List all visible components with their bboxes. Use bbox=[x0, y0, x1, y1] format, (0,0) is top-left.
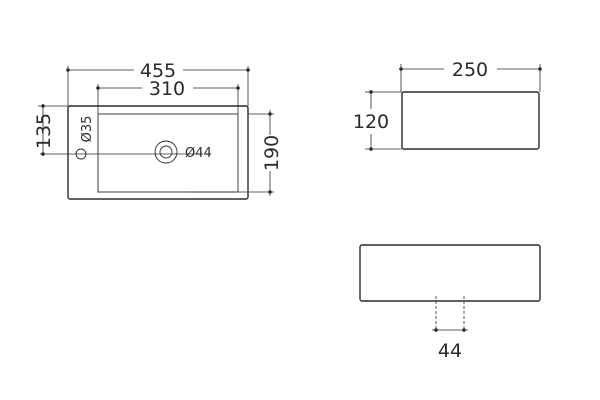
drain-label: Ø44 bbox=[185, 146, 212, 161]
dim-455-dot-right bbox=[246, 68, 250, 72]
dim-190-label-bg bbox=[262, 135, 278, 171]
dim-120-dot-bottom bbox=[369, 147, 373, 151]
dim-455-label: 455 bbox=[140, 60, 176, 82]
dim-310-label: 310 bbox=[149, 78, 185, 100]
drain-inner bbox=[159, 145, 173, 159]
top-view-outline bbox=[67, 105, 249, 200]
front-view-outline bbox=[359, 244, 541, 302]
top-view: 455 310 135 Ø35 Ø44 190 bbox=[33, 60, 283, 200]
dim-190-label: 190 bbox=[261, 135, 283, 171]
side-view-outline bbox=[401, 91, 540, 150]
dim-190-dot-top bbox=[268, 112, 272, 116]
drain-outer bbox=[154, 140, 178, 164]
dim-190-dot-bottom bbox=[268, 190, 272, 194]
dim-310-dot-right bbox=[236, 86, 240, 90]
dim-120-label: 120 bbox=[353, 111, 389, 133]
dim-250-dot-right bbox=[538, 67, 542, 71]
dim-135-dot-top bbox=[41, 104, 45, 108]
dim-310-dot-left bbox=[96, 86, 100, 90]
dim-44-label: 44 bbox=[438, 340, 462, 362]
dim-135-label: 135 bbox=[33, 113, 55, 149]
front-view: 44 bbox=[359, 244, 541, 362]
dim-120-dot-top bbox=[369, 90, 373, 94]
dim-455-dot-left bbox=[66, 68, 70, 72]
dim-135-dot-bottom bbox=[41, 152, 45, 156]
dim-250-dot-left bbox=[399, 67, 403, 71]
side-view: 250 120 bbox=[353, 59, 542, 151]
top-view-bowl bbox=[97, 113, 239, 193]
dim-250-label: 250 bbox=[452, 59, 488, 81]
dim-44-dot-right bbox=[462, 328, 466, 332]
tap-hole-label: Ø35 bbox=[80, 116, 95, 143]
dim-44-dot-left bbox=[434, 328, 438, 332]
